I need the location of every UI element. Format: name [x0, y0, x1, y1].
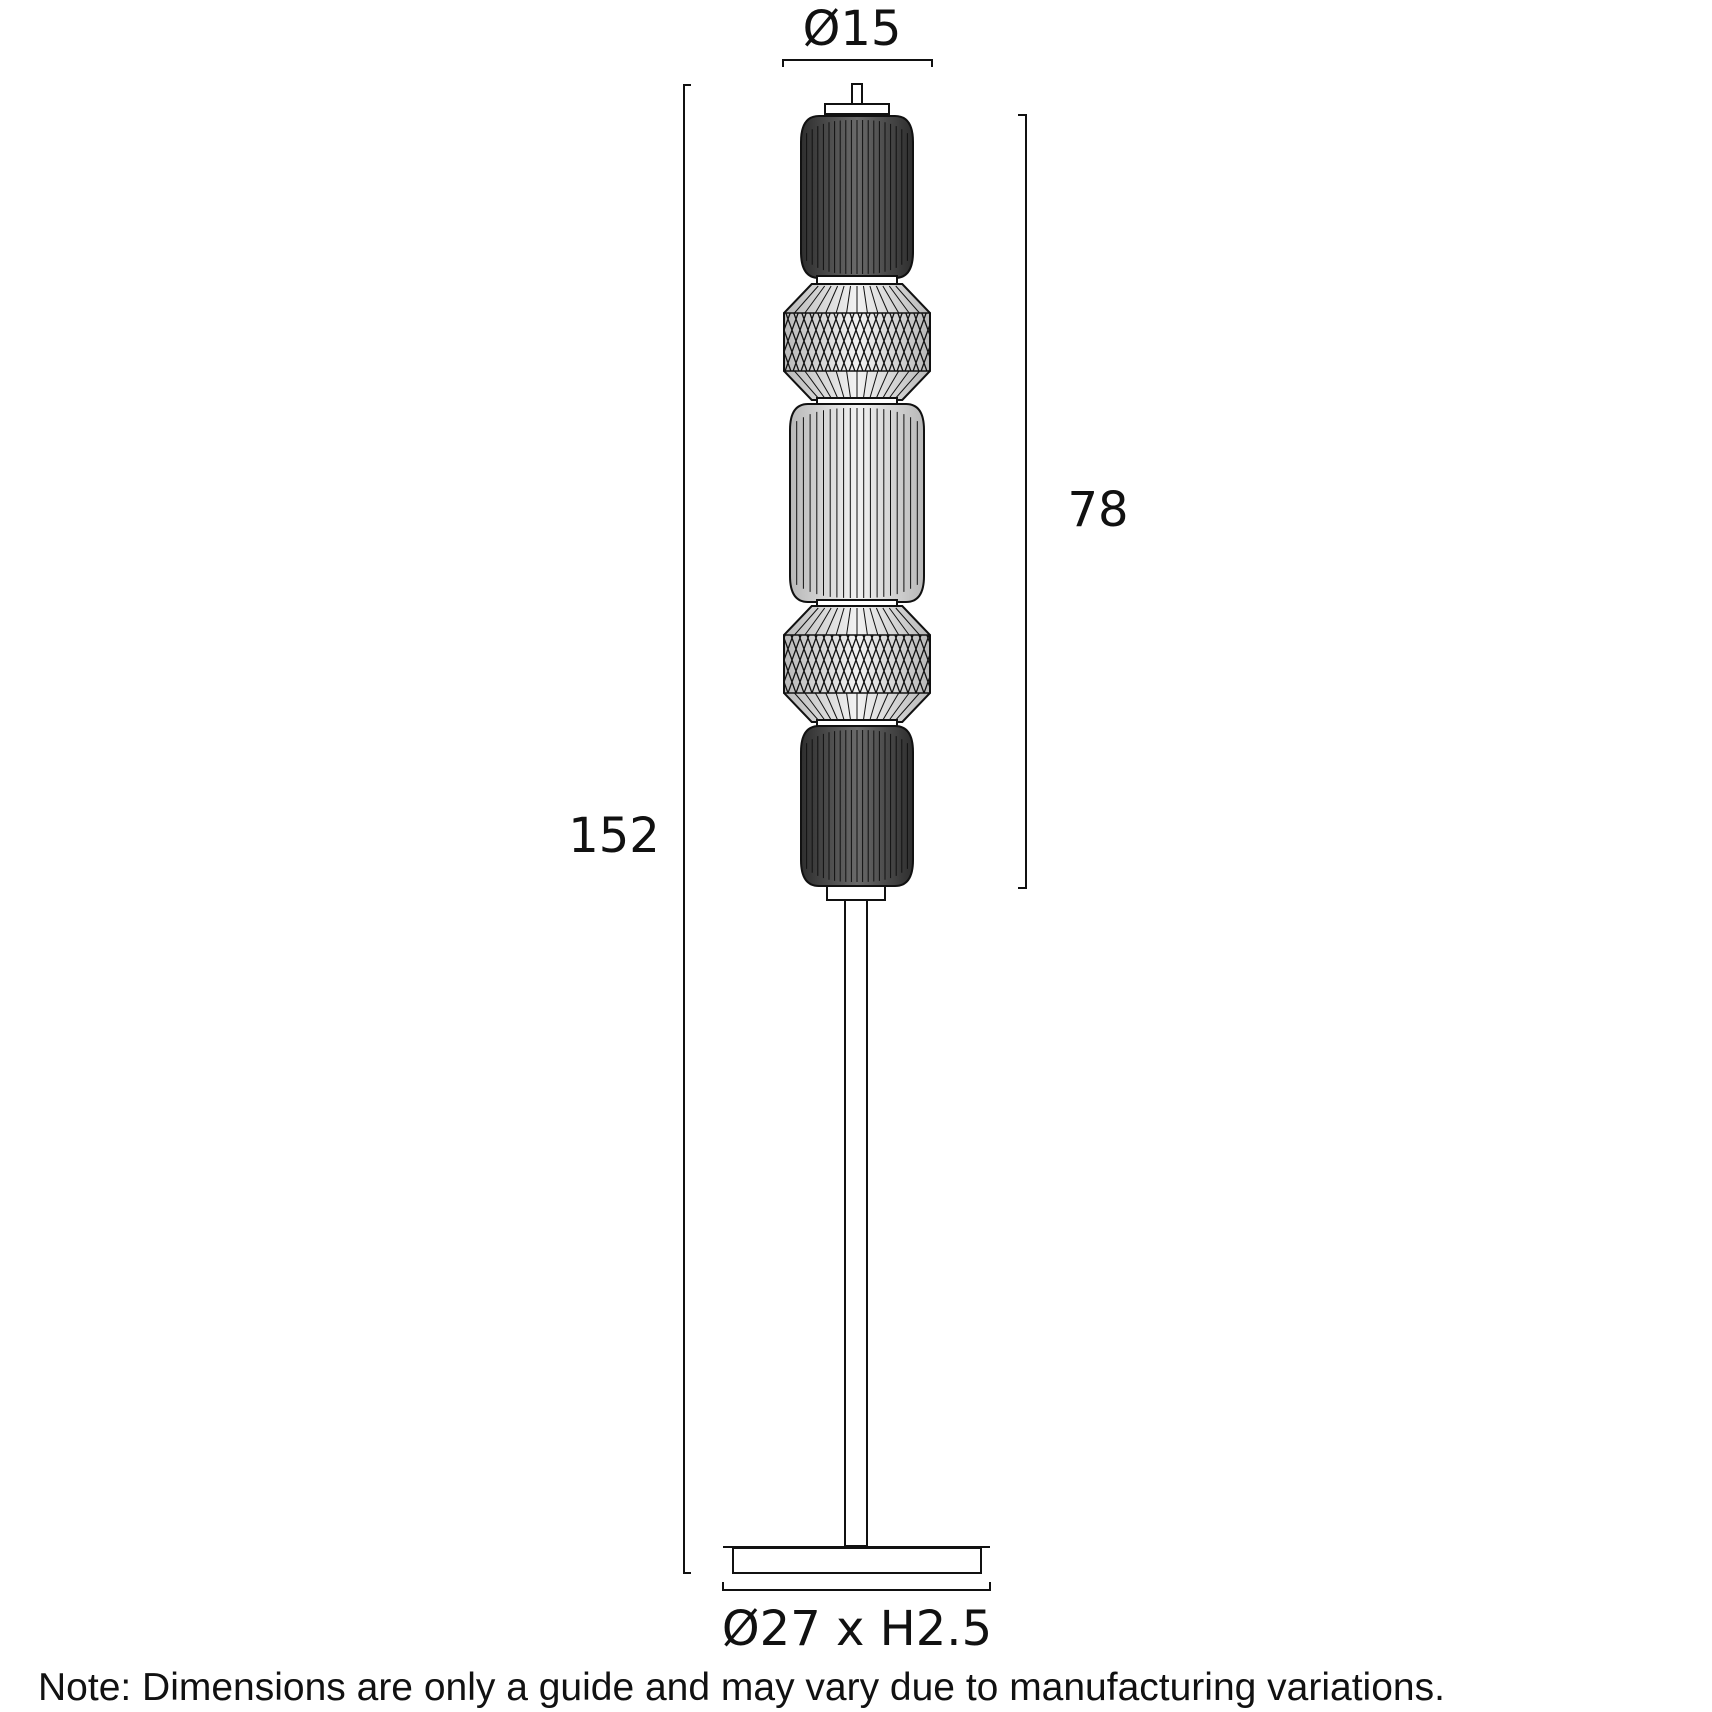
lower-faceted-shade-rib	[825, 692, 839, 721]
upper-faceted-shade-rib	[835, 285, 845, 314]
lower-faceted-shade-rib	[895, 692, 920, 721]
upper-faceted-shade-rib	[875, 370, 889, 399]
collar	[816, 275, 898, 285]
shade-height-bracket	[1018, 114, 1027, 889]
lower-faceted-shade-rib	[814, 607, 832, 636]
lower-faceted-shade-rib	[888, 692, 910, 721]
lower-faceted-shade-rib	[882, 692, 900, 721]
lower-faceted-shade-rib	[846, 692, 852, 721]
lower-faceted-shade-rib	[869, 607, 879, 636]
lower-faceted-shade-rib	[895, 607, 920, 636]
upper-faceted-shade-rib	[846, 285, 852, 314]
upper-faceted-shade-rib	[814, 285, 832, 314]
upper-faceted-shade-rib	[804, 285, 826, 314]
lower-faceted-shade-rib	[888, 607, 910, 636]
total-height-label: 152	[568, 808, 660, 864]
upper-faceted-shade-rib	[825, 370, 839, 399]
lower-faceted-shade-rib	[875, 692, 889, 721]
upper-faceted-shade-rib	[862, 370, 868, 399]
top-cap	[824, 103, 890, 115]
upper-faceted-shade-rib	[835, 370, 845, 399]
upper-faceted-shade-rib	[875, 285, 889, 314]
dimension-lines	[683, 59, 1027, 1591]
total-height-bracket	[683, 84, 691, 1574]
shade-height-label: 78	[1067, 482, 1128, 538]
lower-faceted-shade-rib	[804, 692, 826, 721]
lower-faceted-shade-rib	[835, 692, 845, 721]
top-diameter-label: Ø15	[803, 1, 902, 57]
top-diameter-bracket	[782, 59, 933, 67]
lower-faceted-shade-rib	[804, 607, 826, 636]
upper-faceted-shade-rib	[895, 370, 920, 399]
upper-faceted-shade-rib	[794, 285, 819, 314]
upper-faceted-shade-rib	[882, 370, 900, 399]
upper-faceted-shade-rib	[862, 285, 868, 314]
base-diameter-bracket	[722, 1582, 991, 1591]
upper-faceted-shade-rib	[888, 370, 910, 399]
lower-faceted-shade-rib	[814, 692, 832, 721]
bottom-cap	[826, 885, 886, 901]
upper-faceted-shade-rib	[794, 370, 819, 399]
lower-faceted-shade-rib	[846, 607, 852, 636]
upper-faceted-shade-rib	[869, 285, 879, 314]
top-finial	[851, 83, 863, 107]
lower-faceted-shade-rib	[794, 607, 819, 636]
upper-faceted-shade-rib	[895, 285, 920, 314]
lower-faceted-shade-rib	[794, 692, 819, 721]
lower-faceted-shade-rib	[835, 607, 845, 636]
upper-faceted-shade-rib	[814, 370, 832, 399]
lower-faceted-shade-facets	[783, 634, 931, 694]
lower-faceted-shade-rib	[869, 692, 879, 721]
disclaimer-note: Note: Dimensions are only a guide and ma…	[38, 1666, 1445, 1709]
upper-faceted-shade-rib	[888, 285, 910, 314]
lower-faceted-shade-rib	[862, 607, 868, 636]
lamp-base	[732, 1547, 982, 1574]
upper-faceted-shade-rib	[846, 370, 852, 399]
lamp-stem	[844, 899, 868, 1547]
upper-faceted-shade-facets	[783, 312, 931, 372]
base-dimension-label: Ø27 x H2.5	[722, 1601, 992, 1657]
upper-faceted-shade-rib	[825, 285, 839, 314]
lower-faceted-shade-rib	[862, 692, 868, 721]
upper-faceted-shade-rib	[882, 285, 900, 314]
upper-faceted-shade-rib	[869, 370, 879, 399]
upper-faceted-shade-rib	[804, 370, 826, 399]
lower-faceted-shade-rib	[825, 607, 839, 636]
lower-faceted-shade-rib	[882, 607, 900, 636]
floor-lamp	[723, 83, 990, 1574]
lower-faceted-shade-rib	[875, 607, 889, 636]
